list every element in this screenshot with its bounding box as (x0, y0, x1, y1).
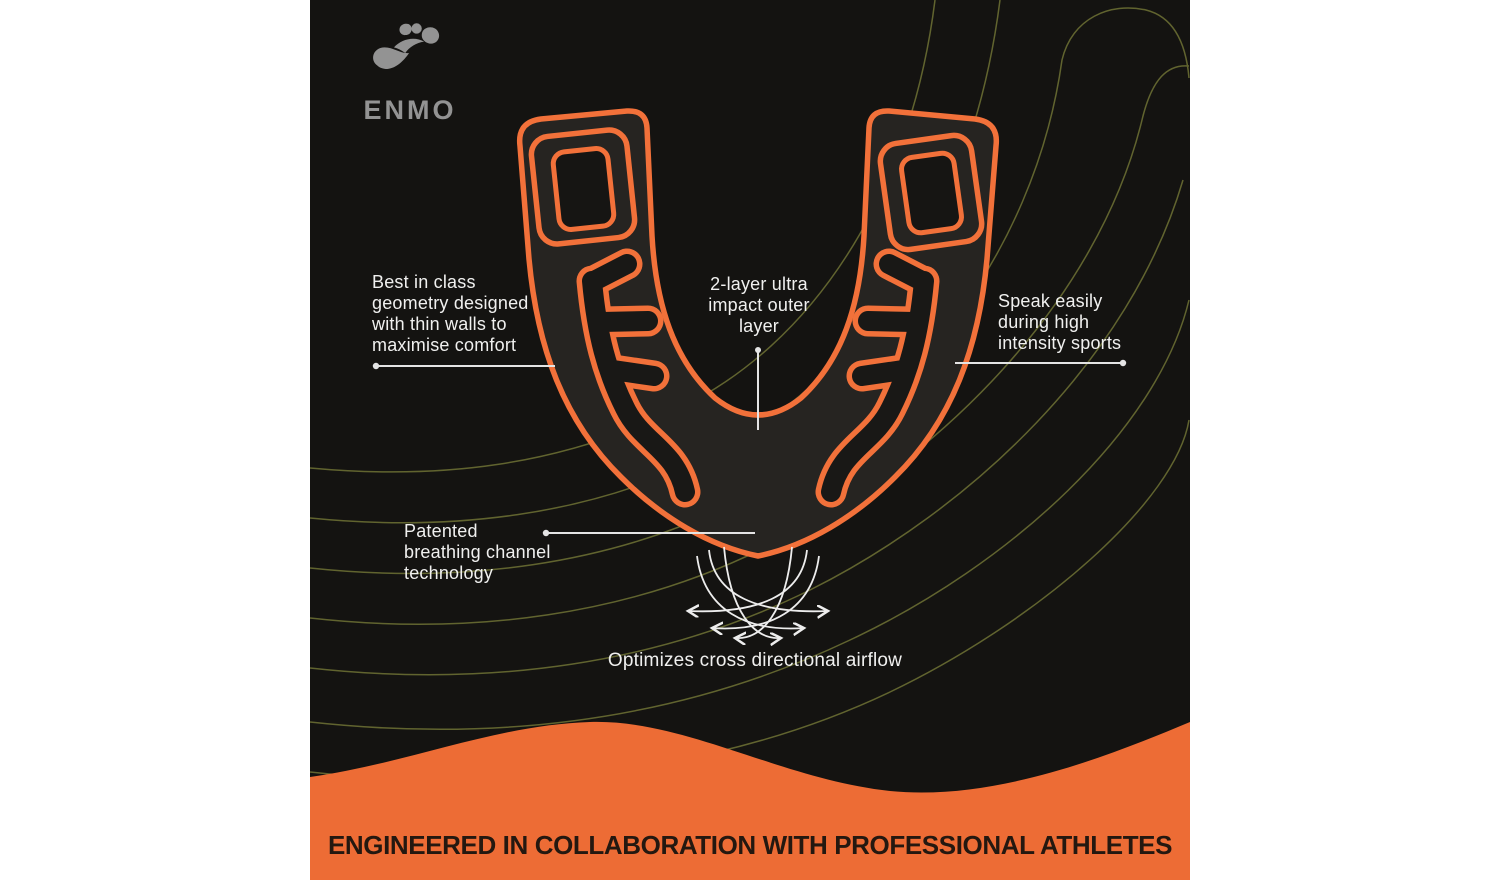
mouthguard-illustration (516, 108, 1000, 559)
enmo-swirl-icon (373, 23, 440, 70)
orange-wave (310, 721, 1190, 880)
infographic-panel: ENMO Best in class geometry designed wit… (310, 0, 1190, 880)
footer-headline: ENGINEERED IN COLLABORATION WITH PROFESS… (327, 830, 1173, 860)
speak-pointer-line (955, 359, 1127, 367)
outer-layer-pointer-line (755, 347, 761, 430)
brand-wordmark: ENMO (363, 95, 457, 125)
callout-geometry: Best in class geometry designed with thi… (372, 272, 529, 355)
mouthguard-diagram-graphic (310, 0, 1190, 880)
callout-pointers (372, 347, 1127, 537)
callout-airflow: Optimizes cross directional airflow (607, 650, 903, 671)
left-pad-inner (550, 146, 617, 232)
geometry-pointer-line (372, 362, 555, 370)
airflow-arrows (688, 546, 828, 638)
right-pad-inner (899, 150, 964, 236)
callout-outer-layer: 2-layer ultra impact outer layer (708, 274, 810, 336)
left-breathing-channel (576, 248, 701, 508)
callout-speak: Speak easily during high intensity sport… (998, 291, 1122, 353)
callout-breathing: Patented breathing channel technology (404, 521, 551, 583)
left-pad-outer (528, 127, 638, 247)
right-breathing-channel (815, 248, 940, 508)
breathing-pointer-line (542, 529, 755, 537)
right-pad-outer (877, 132, 985, 253)
brand-logo: ENMO (354, 20, 466, 126)
